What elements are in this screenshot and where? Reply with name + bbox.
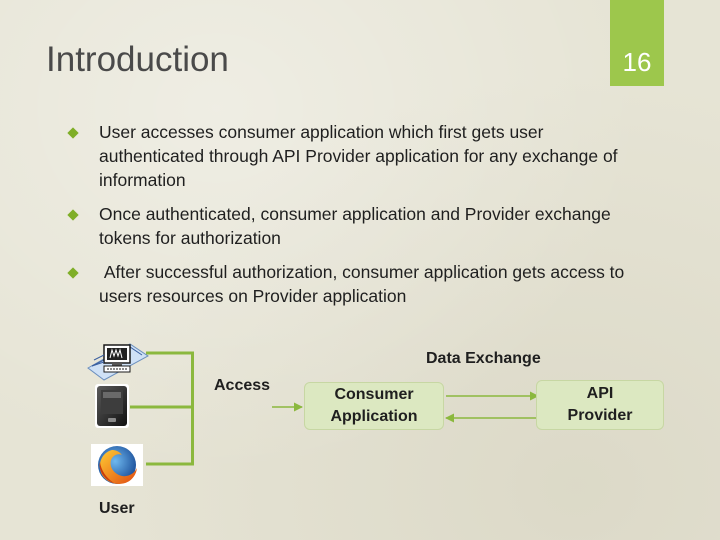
bullet-item: After successful authorization, consumer… — [67, 260, 630, 308]
bullet-item: Once authenticated, consumer application… — [67, 202, 628, 250]
mobile-phone-icon — [95, 384, 129, 428]
firefox-browser-icon — [91, 444, 143, 486]
bullet-list: User accesses consumer application which… — [67, 120, 630, 308]
page-number-tab: 16 — [610, 0, 664, 86]
access-connector-lines — [130, 351, 194, 466]
computer-icon — [87, 343, 149, 381]
data-exchange-label: Data Exchange — [426, 350, 541, 367]
consumer-application-box: Consumer Application — [304, 382, 444, 430]
bullet-text: Once authenticated, consumer application… — [99, 204, 611, 248]
bullet-text: After successful authorization, consumer… — [99, 262, 630, 306]
access-label: Access — [214, 377, 270, 394]
bullet-item: User accesses consumer application which… — [67, 120, 628, 192]
bullet-text: User accesses consumer application which… — [99, 122, 618, 190]
slide-title: Introduction — [46, 40, 229, 79]
api-provider-box: API Provider — [536, 380, 664, 430]
user-label: User — [99, 500, 135, 517]
page-number: 16 — [622, 47, 652, 77]
